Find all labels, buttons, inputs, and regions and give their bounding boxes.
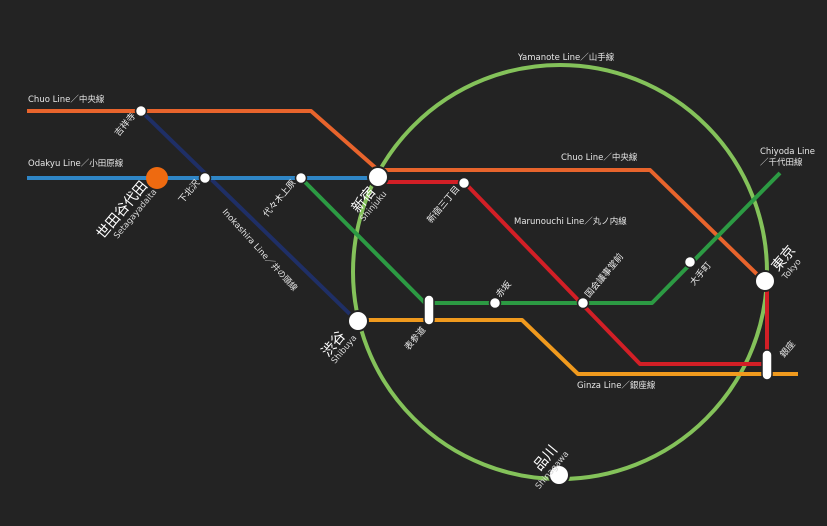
chiyoda-line	[299, 171, 782, 305]
shinjuku3-label: 新宿三丁目	[424, 183, 462, 225]
station-yoyogiuehara[interactable]	[294, 171, 308, 185]
inokashira-line	[139, 109, 360, 324]
chuo-west-label: Chuo Line／中央線	[28, 94, 105, 105]
kokkai-label: 国会議事堂前	[582, 251, 626, 300]
station-ginza[interactable]	[761, 349, 773, 381]
station-akasaka[interactable]	[488, 296, 502, 310]
station-omotesando[interactable]	[423, 294, 435, 326]
station-kokkai[interactable]	[576, 296, 590, 310]
akasaka-label: 赤坂	[494, 279, 514, 300]
station-shinjuku3[interactable]	[457, 176, 471, 190]
omotesando-label: 表参道	[402, 324, 429, 352]
odakyu-label: Odakyu Line／小田原線	[28, 158, 124, 169]
yoyogiuehara-label: 代々木上原	[260, 177, 298, 219]
ginza-station-label: 銀座	[777, 338, 798, 360]
marunouchi-line	[378, 180, 769, 366]
ginza-label: Ginza Line／銀座線	[577, 380, 656, 391]
station-shimokitazawa[interactable]	[198, 171, 212, 185]
station-tokyo[interactable]	[754, 270, 776, 292]
station-kichijoji[interactable]	[134, 104, 148, 118]
chuo-east-label: Chuo Line／中央線	[561, 152, 638, 163]
station-shibuya[interactable]	[347, 310, 369, 332]
ginza-line	[358, 318, 798, 376]
kichijoji-label: 吉祥寺	[112, 110, 139, 138]
station-setagayadaita[interactable]	[146, 167, 168, 189]
inokashira-label: Inokashira Line／井の頭線	[220, 207, 300, 294]
station-shinagawa[interactable]	[548, 464, 570, 486]
chiyoda-label-jp: ／千代田線	[760, 157, 803, 168]
station-otemachi[interactable]	[683, 255, 697, 269]
station-shinjuku[interactable]	[367, 166, 389, 188]
marunouchi-label: Marunouchi Line／丸ノ内線	[514, 216, 627, 227]
yamanote-label: Yamanote Line／山手線	[517, 52, 615, 63]
shimokitazawa-label: 下北沢	[176, 177, 203, 205]
chiyoda-label-en: Chiyoda Line	[760, 147, 815, 157]
